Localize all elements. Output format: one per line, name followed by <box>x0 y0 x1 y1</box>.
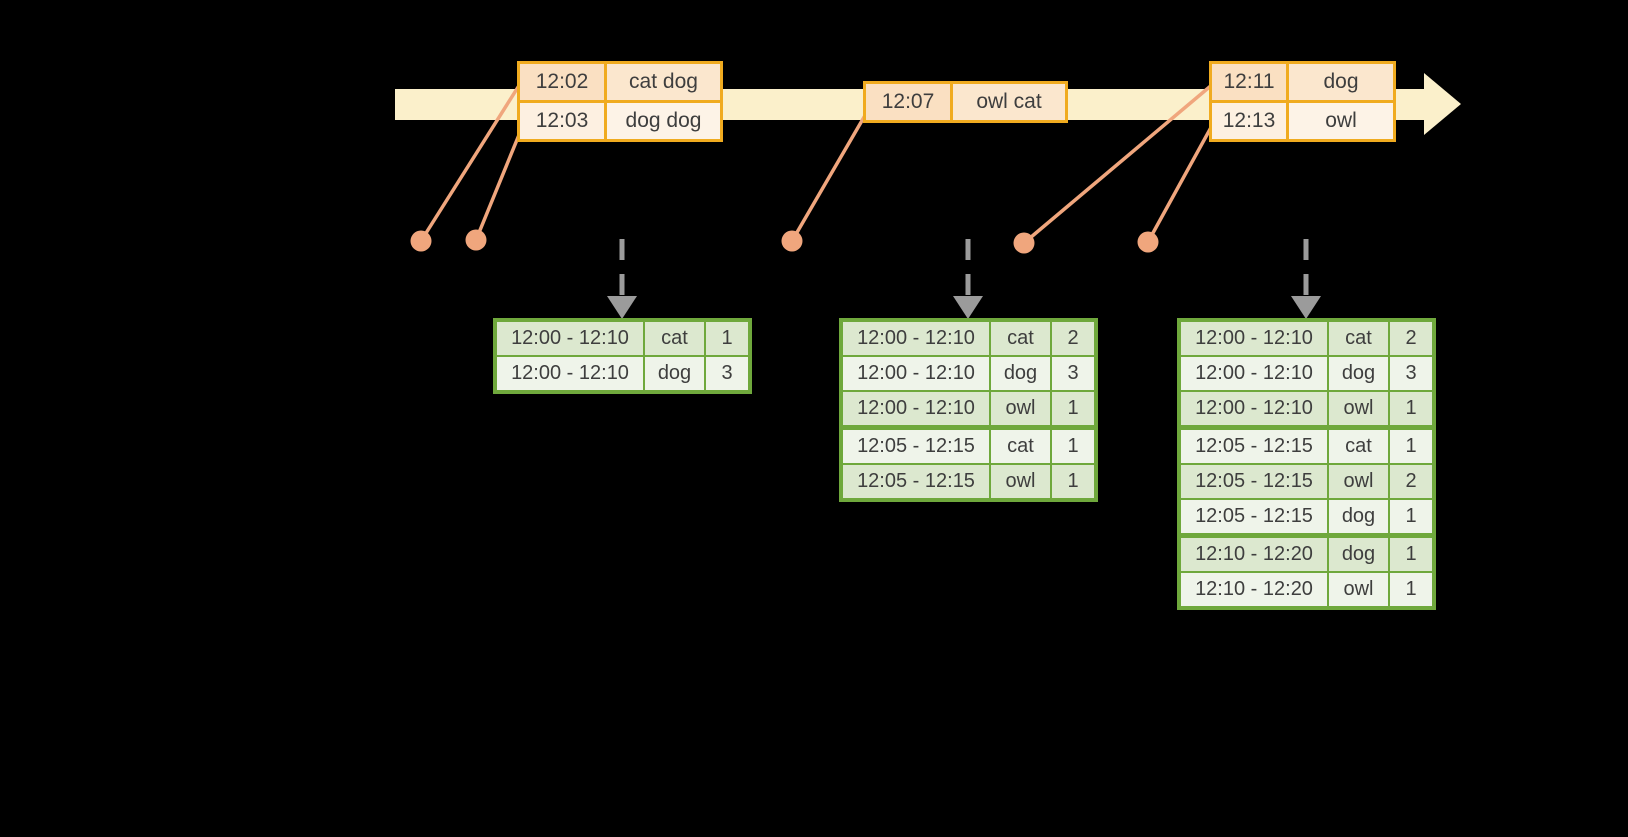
window-cell: 12:00 - 12:10 <box>843 392 989 425</box>
word-cell: cat <box>991 322 1050 355</box>
window-cell: 12:00 - 12:10 <box>843 357 989 390</box>
event-time: 12:03 <box>520 103 604 139</box>
window-cell: 12:00 - 12:10 <box>1181 392 1327 425</box>
event-box-1: 12:02 cat dog 12:03 dog dog <box>517 61 723 142</box>
word-cell: cat <box>645 322 704 355</box>
count-cell: 2 <box>1390 322 1432 355</box>
event-time: 12:13 <box>1212 103 1286 139</box>
word-cell: cat <box>991 430 1050 463</box>
word-cell: cat <box>1329 322 1388 355</box>
window-cell: 12:05 - 12:15 <box>1181 465 1327 498</box>
count-cell: 3 <box>706 357 748 390</box>
count-cell: 1 <box>1390 573 1432 606</box>
word-cell: owl <box>1329 573 1388 606</box>
event-box-2: 12:07 owl cat <box>863 81 1068 123</box>
window-cell: 12:05 - 12:15 <box>843 430 989 463</box>
event-connector-line <box>419 83 522 242</box>
count-cell: 2 <box>1052 322 1094 355</box>
window-cell: 12:00 - 12:10 <box>1181 357 1327 390</box>
event-time: 12:02 <box>520 64 604 100</box>
table-row: 12:05 - 12:15 owl 1 <box>843 465 1094 498</box>
result-table-3: 12:00 - 12:10 cat 2 12:00 - 12:10 dog 3 … <box>1177 318 1436 610</box>
event-words: cat dog <box>607 64 720 100</box>
event-row: 12:03 dog dog <box>520 103 720 139</box>
word-cell: dog <box>1329 538 1388 571</box>
window-cell: 12:05 - 12:15 <box>1181 500 1327 533</box>
count-cell: 3 <box>1390 357 1432 390</box>
count-cell: 3 <box>1052 357 1094 390</box>
event-row: 12:02 cat dog <box>520 64 720 100</box>
count-cell: 1 <box>1390 500 1432 533</box>
table-row: 12:05 - 12:15 cat 1 <box>843 430 1094 463</box>
timeline-arrowhead-icon <box>1424 73 1461 135</box>
event-connector-line <box>1146 121 1216 243</box>
event-words: dog dog <box>607 103 720 139</box>
window-cell: 12:00 - 12:10 <box>497 322 643 355</box>
table-row: 12:00 - 12:10 dog 3 <box>497 357 748 390</box>
event-time: 12:11 <box>1212 64 1286 100</box>
count-cell: 1 <box>1052 465 1094 498</box>
word-cell: dog <box>645 357 704 390</box>
word-cell: owl <box>991 465 1050 498</box>
window-cell: 12:05 - 12:15 <box>1181 430 1327 463</box>
word-cell: owl <box>991 392 1050 425</box>
window-cell: 12:10 - 12:20 <box>1181 573 1327 606</box>
event-words: owl cat <box>953 84 1065 120</box>
event-connector-line <box>1022 82 1215 245</box>
window-cell: 12:05 - 12:15 <box>843 465 989 498</box>
event-connector-line <box>790 111 869 242</box>
trigger-arrowhead-icon <box>607 296 637 319</box>
table-row: 12:10 - 12:20 owl 1 <box>1181 573 1432 606</box>
count-cell: 1 <box>1390 430 1432 463</box>
result-table-2: 12:00 - 12:10 cat 2 12:00 - 12:10 dog 3 … <box>839 318 1098 502</box>
event-row: 12:07 owl cat <box>866 84 1065 120</box>
word-cell: dog <box>1329 357 1388 390</box>
word-cell: owl <box>1329 465 1388 498</box>
count-cell: 1 <box>706 322 748 355</box>
result-table-1: 12:00 - 12:10 cat 1 12:00 - 12:10 dog 3 <box>493 318 752 394</box>
event-words: owl <box>1289 103 1393 139</box>
table-row: 12:00 - 12:10 cat 1 <box>497 322 748 355</box>
word-cell: cat <box>1329 430 1388 463</box>
count-cell: 1 <box>1390 538 1432 571</box>
event-dot <box>1013 232 1035 254</box>
table-row: 12:05 - 12:15 cat 1 <box>1181 430 1432 463</box>
table-row: 12:00 - 12:10 owl 1 <box>843 392 1094 425</box>
trigger-arrowhead-icon <box>953 296 983 319</box>
word-cell: dog <box>991 357 1050 390</box>
event-dot <box>410 230 432 252</box>
word-cell: owl <box>1329 392 1388 425</box>
word-cell: dog <box>1329 500 1388 533</box>
table-row: 12:05 - 12:15 dog 1 <box>1181 500 1432 533</box>
count-cell: 1 <box>1052 392 1094 425</box>
table-row: 12:00 - 12:10 owl 1 <box>1181 392 1432 425</box>
trigger-arrowhead-icon <box>1291 296 1321 319</box>
event-dot <box>465 229 487 251</box>
count-cell: 1 <box>1052 430 1094 463</box>
window-cell: 12:00 - 12:10 <box>497 357 643 390</box>
event-dot <box>1137 231 1159 253</box>
event-row: 12:11 dog <box>1212 64 1393 100</box>
table-row: 12:00 - 12:10 cat 2 <box>1181 322 1432 355</box>
count-cell: 1 <box>1390 392 1432 425</box>
window-cell: 12:00 - 12:10 <box>1181 322 1327 355</box>
event-time: 12:07 <box>866 84 950 120</box>
count-cell: 2 <box>1390 465 1432 498</box>
table-row: 12:10 - 12:20 dog 1 <box>1181 538 1432 571</box>
event-dot <box>781 230 803 252</box>
table-row: 12:05 - 12:15 owl 2 <box>1181 465 1432 498</box>
event-connector-line <box>474 129 523 241</box>
window-cell: 12:10 - 12:20 <box>1181 538 1327 571</box>
table-row: 12:00 - 12:10 cat 2 <box>843 322 1094 355</box>
table-row: 12:00 - 12:10 dog 3 <box>1181 357 1432 390</box>
event-words: dog <box>1289 64 1393 100</box>
event-box-3: 12:11 dog 12:13 owl <box>1209 61 1396 142</box>
event-row: 12:13 owl <box>1212 103 1393 139</box>
table-row: 12:00 - 12:10 dog 3 <box>843 357 1094 390</box>
window-cell: 12:00 - 12:10 <box>843 322 989 355</box>
